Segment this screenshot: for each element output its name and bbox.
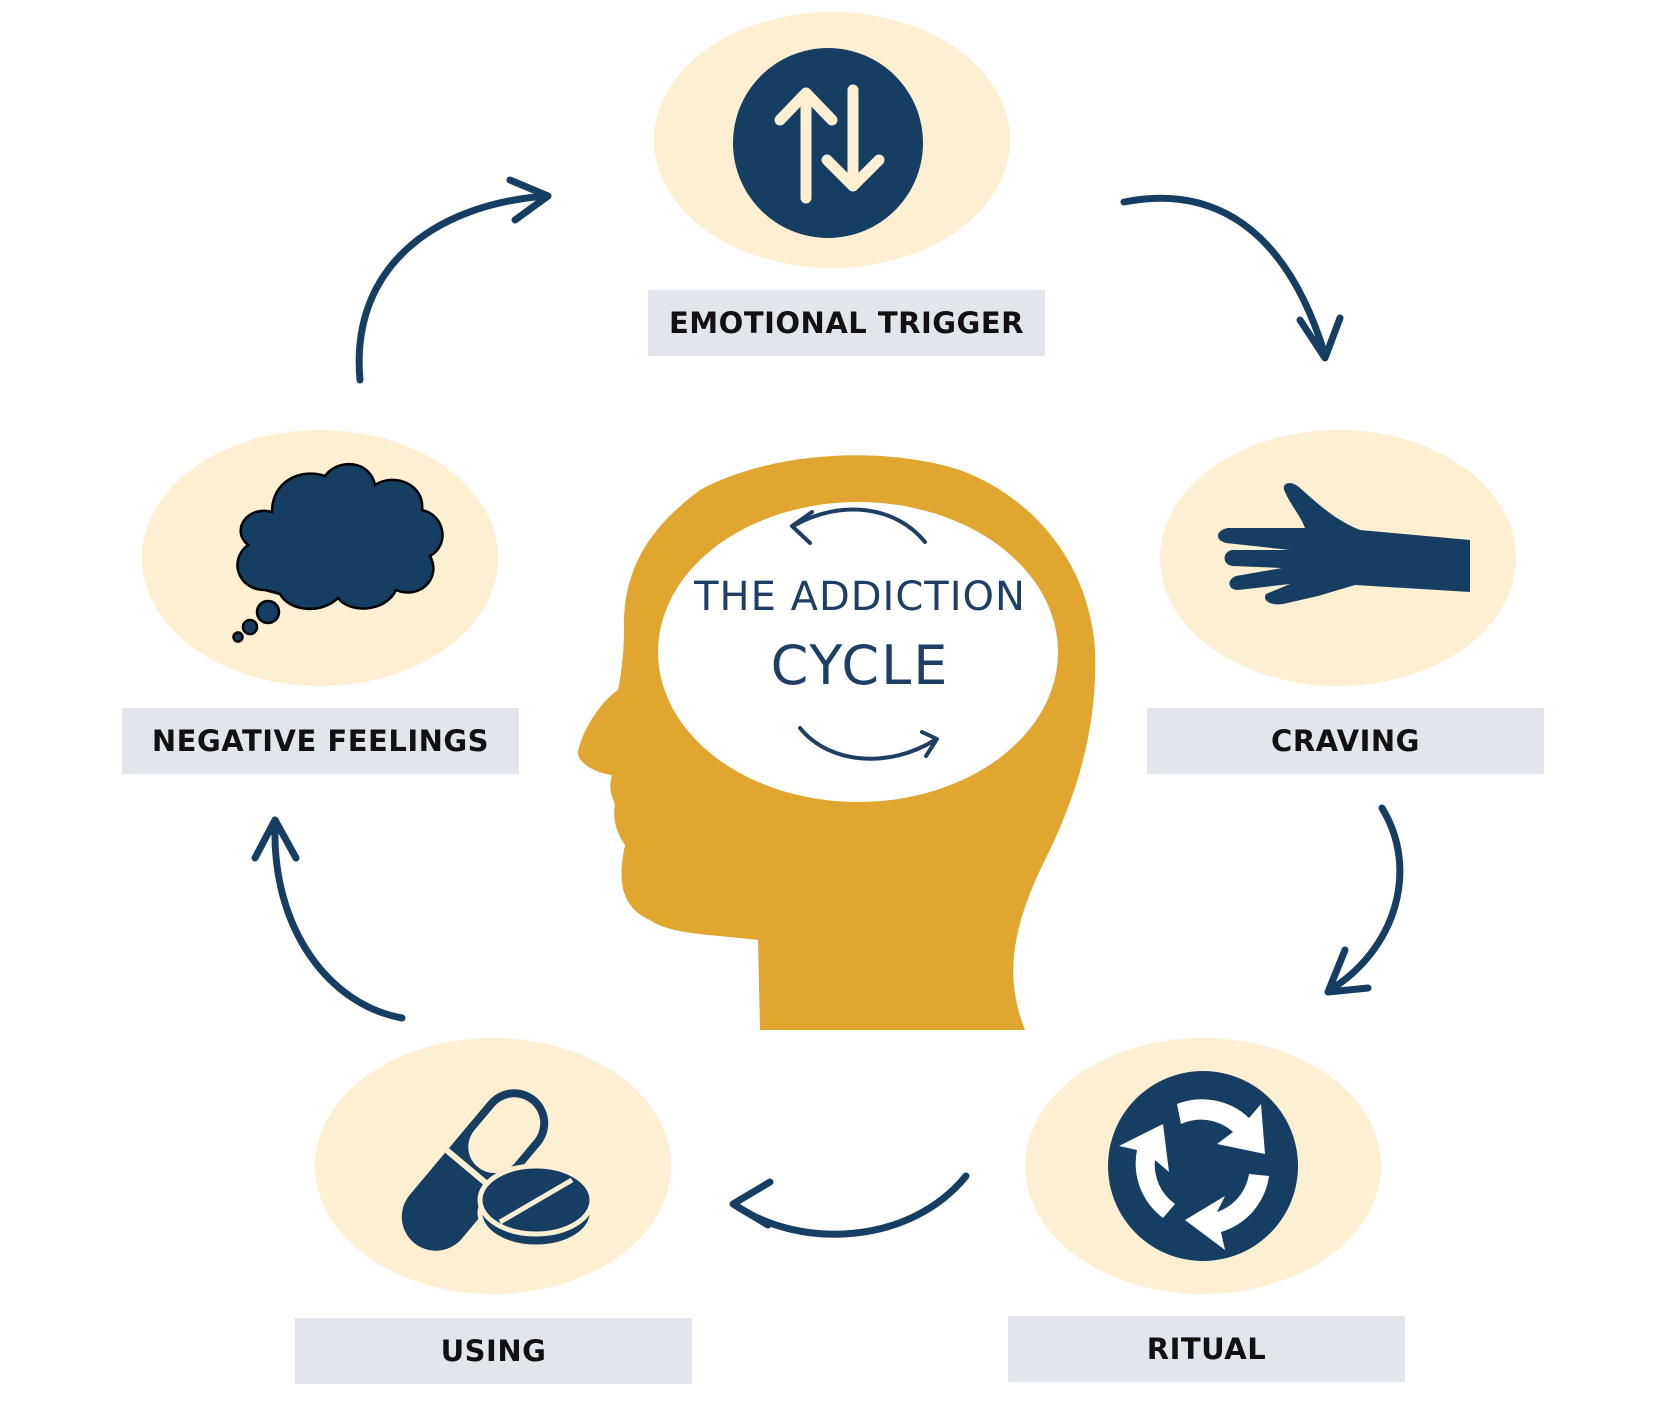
reaching-hand-icon xyxy=(1217,483,1470,605)
up-down-arrows-icon xyxy=(733,48,923,238)
arrowhead-ritual-to-using xyxy=(729,1178,774,1229)
center-title-line1: THE ADDICTION xyxy=(694,574,1026,620)
stage-label-craving: CRAVING xyxy=(1147,708,1544,774)
center-title-line2: CYCLE xyxy=(770,634,950,697)
arrow-using-to-negative xyxy=(271,821,406,1022)
brain-bottom-arrowhead xyxy=(920,730,939,758)
arrowhead-negative-to-trigger xyxy=(506,176,552,224)
brain-bottom-arrow xyxy=(798,726,937,761)
brain-top-arrowhead xyxy=(790,510,814,545)
pills-icon xyxy=(401,1089,595,1251)
arrowhead-trigger-to-craving xyxy=(1296,314,1344,362)
stage-label-using: USING xyxy=(295,1318,692,1384)
stage-label-emotional-trigger: EMOTIONAL TRIGGER xyxy=(648,290,1045,356)
arrow-craving-to-ritual xyxy=(1326,804,1404,994)
arrow-negative-to-trigger xyxy=(355,192,550,384)
stage-label-negative-feelings: NEGATIVE FEELINGS xyxy=(122,708,519,774)
arrowhead-using-to-negative xyxy=(251,816,300,862)
arrowhead-craving-to-ritual xyxy=(1324,946,1372,996)
arrow-trigger-to-craving xyxy=(1120,194,1329,359)
thought-cloud-icon xyxy=(232,462,444,643)
circular-arrows-icon xyxy=(1108,1071,1298,1261)
stage-label-ritual: RITUAL xyxy=(1008,1316,1405,1382)
brain-top-arrow xyxy=(793,507,927,544)
cycle-arrows xyxy=(251,176,1404,1238)
brain-ellipse xyxy=(658,502,1058,802)
